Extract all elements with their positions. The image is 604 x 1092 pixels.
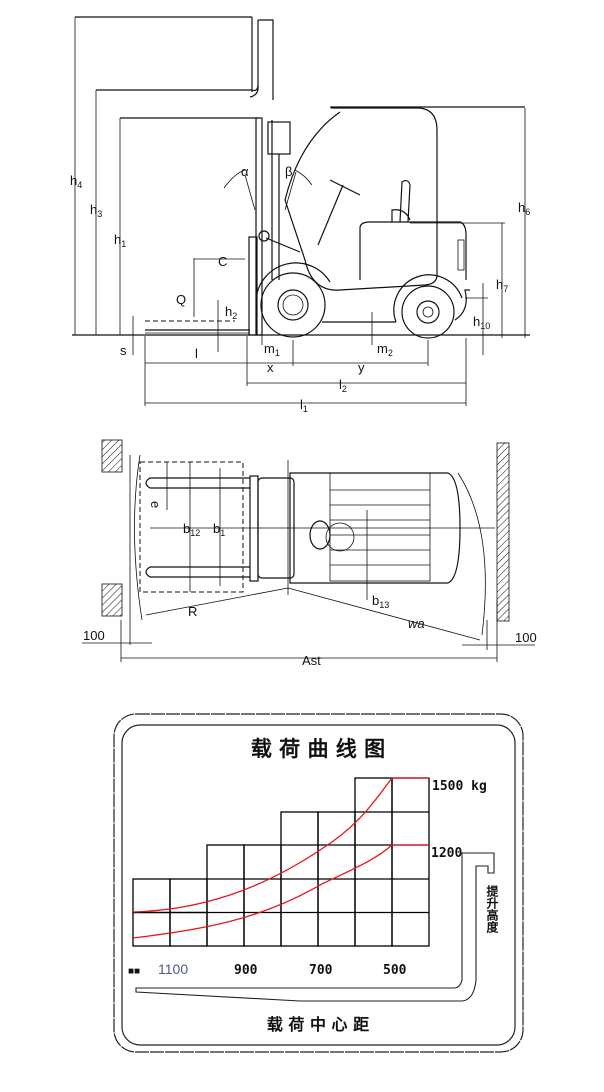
label-c: C bbox=[218, 254, 227, 269]
label-q: Q bbox=[176, 292, 186, 307]
counterweight-body bbox=[359, 221, 467, 280]
wall-left-bottom bbox=[101, 583, 123, 617]
label-h2: h2 bbox=[225, 304, 237, 321]
rear-hub-inner bbox=[422, 306, 434, 318]
load-curve-1500kg bbox=[132, 777, 429, 913]
load-center-900: 900 bbox=[234, 963, 258, 978]
side-view: h4 h3 h1 h2 h6 h7 h10 α β C Q s l m1 m2 … bbox=[70, 16, 530, 414]
load-chart-title: 载 荷 曲 线 图 bbox=[251, 737, 385, 761]
plate-inner-border bbox=[121, 724, 516, 1046]
load-chart-plate: 载 荷 曲 线 图 1500 kg 1200 ■■ 1100 900 700 5… bbox=[113, 713, 524, 1053]
overhead-guard bbox=[284, 107, 438, 291]
label-b13: b13 bbox=[372, 593, 389, 610]
label-m2: m2 bbox=[377, 341, 393, 358]
load-center-500: 500 bbox=[383, 963, 407, 978]
raised-load-max bbox=[75, 16, 274, 100]
front-wheel bbox=[260, 272, 326, 338]
wall-right bbox=[496, 442, 510, 622]
carriage-top bbox=[249, 475, 259, 582]
front-hub-inner bbox=[282, 294, 304, 316]
capacity-label-1200: 1200 bbox=[431, 846, 462, 861]
fork-carriage bbox=[248, 236, 258, 336]
label-ast: Ast bbox=[302, 653, 321, 668]
raised-load-mid bbox=[96, 85, 259, 92]
front-wheel-hub bbox=[277, 289, 309, 321]
vertical-height-label: 提升高度 bbox=[485, 884, 499, 934]
wall-left-top bbox=[101, 439, 123, 473]
label-clearance-left: 100 bbox=[83, 628, 105, 643]
guard-slats bbox=[330, 489, 430, 566]
label-h6: h6 bbox=[518, 200, 530, 217]
forks-top-view bbox=[145, 477, 250, 578]
label-b1: b1 bbox=[213, 521, 225, 538]
label-alpha: α bbox=[241, 164, 249, 179]
label-y: y bbox=[358, 360, 365, 375]
chassis bbox=[322, 289, 470, 323]
label-h10: h10 bbox=[473, 314, 490, 331]
seat bbox=[391, 179, 411, 223]
label-wa: wa bbox=[408, 616, 425, 631]
label-h1: h1 bbox=[114, 232, 126, 249]
label-h7: h7 bbox=[496, 277, 508, 294]
lift-cylinder-head bbox=[267, 121, 291, 155]
alpha-arc bbox=[223, 169, 256, 211]
steering-column bbox=[317, 184, 344, 246]
load-curve-1200kg bbox=[132, 844, 429, 939]
radius-lines bbox=[145, 587, 481, 641]
label-beta: β bbox=[285, 164, 292, 179]
load-center-distance-label: 载 荷 中 心 距 bbox=[267, 1015, 369, 1034]
load-chart-grid bbox=[132, 777, 430, 947]
capacity-label-1500: 1500 kg bbox=[432, 779, 487, 794]
label-h3: h3 bbox=[90, 202, 102, 219]
load-outline bbox=[139, 461, 244, 593]
dimension-lines bbox=[74, 17, 526, 406]
seat-top-view bbox=[325, 522, 355, 552]
tilt-cylinder-pin bbox=[258, 230, 270, 242]
top-view: e b12 b1 b13 R wa 100 100 Ast bbox=[82, 439, 537, 668]
top-dimension-lines bbox=[82, 455, 535, 662]
mast-outer bbox=[255, 117, 263, 336]
steering-wheel bbox=[329, 179, 361, 196]
plate-outer-border bbox=[113, 713, 524, 1053]
load-center-1100: 1100 bbox=[158, 961, 188, 977]
body-panel bbox=[457, 239, 465, 271]
label-l2: l2 bbox=[339, 377, 347, 394]
rear-wheel bbox=[401, 285, 455, 339]
load-center-700: 700 bbox=[309, 963, 333, 978]
label-clearance-right: 100 bbox=[515, 630, 537, 645]
label-b12: b12 bbox=[183, 521, 200, 538]
turning-arcs bbox=[134, 454, 486, 636]
label-m1: m1 bbox=[264, 341, 280, 358]
beta-arc bbox=[284, 169, 313, 211]
label-s: s bbox=[120, 343, 127, 358]
fenders bbox=[255, 262, 463, 323]
label-l: l bbox=[195, 346, 198, 361]
label-e: e bbox=[148, 501, 163, 508]
label-h4: h4 bbox=[70, 173, 82, 190]
label-l1: l1 bbox=[300, 397, 308, 414]
label-x: x bbox=[267, 360, 274, 375]
height-arrow-bracket bbox=[135, 852, 495, 1002]
legend-marker: ■■ bbox=[128, 966, 140, 977]
label-r: R bbox=[188, 604, 197, 619]
rear-wheel-hub bbox=[416, 300, 440, 324]
tilt-cylinder bbox=[265, 237, 301, 253]
steering-top-view bbox=[309, 520, 331, 550]
